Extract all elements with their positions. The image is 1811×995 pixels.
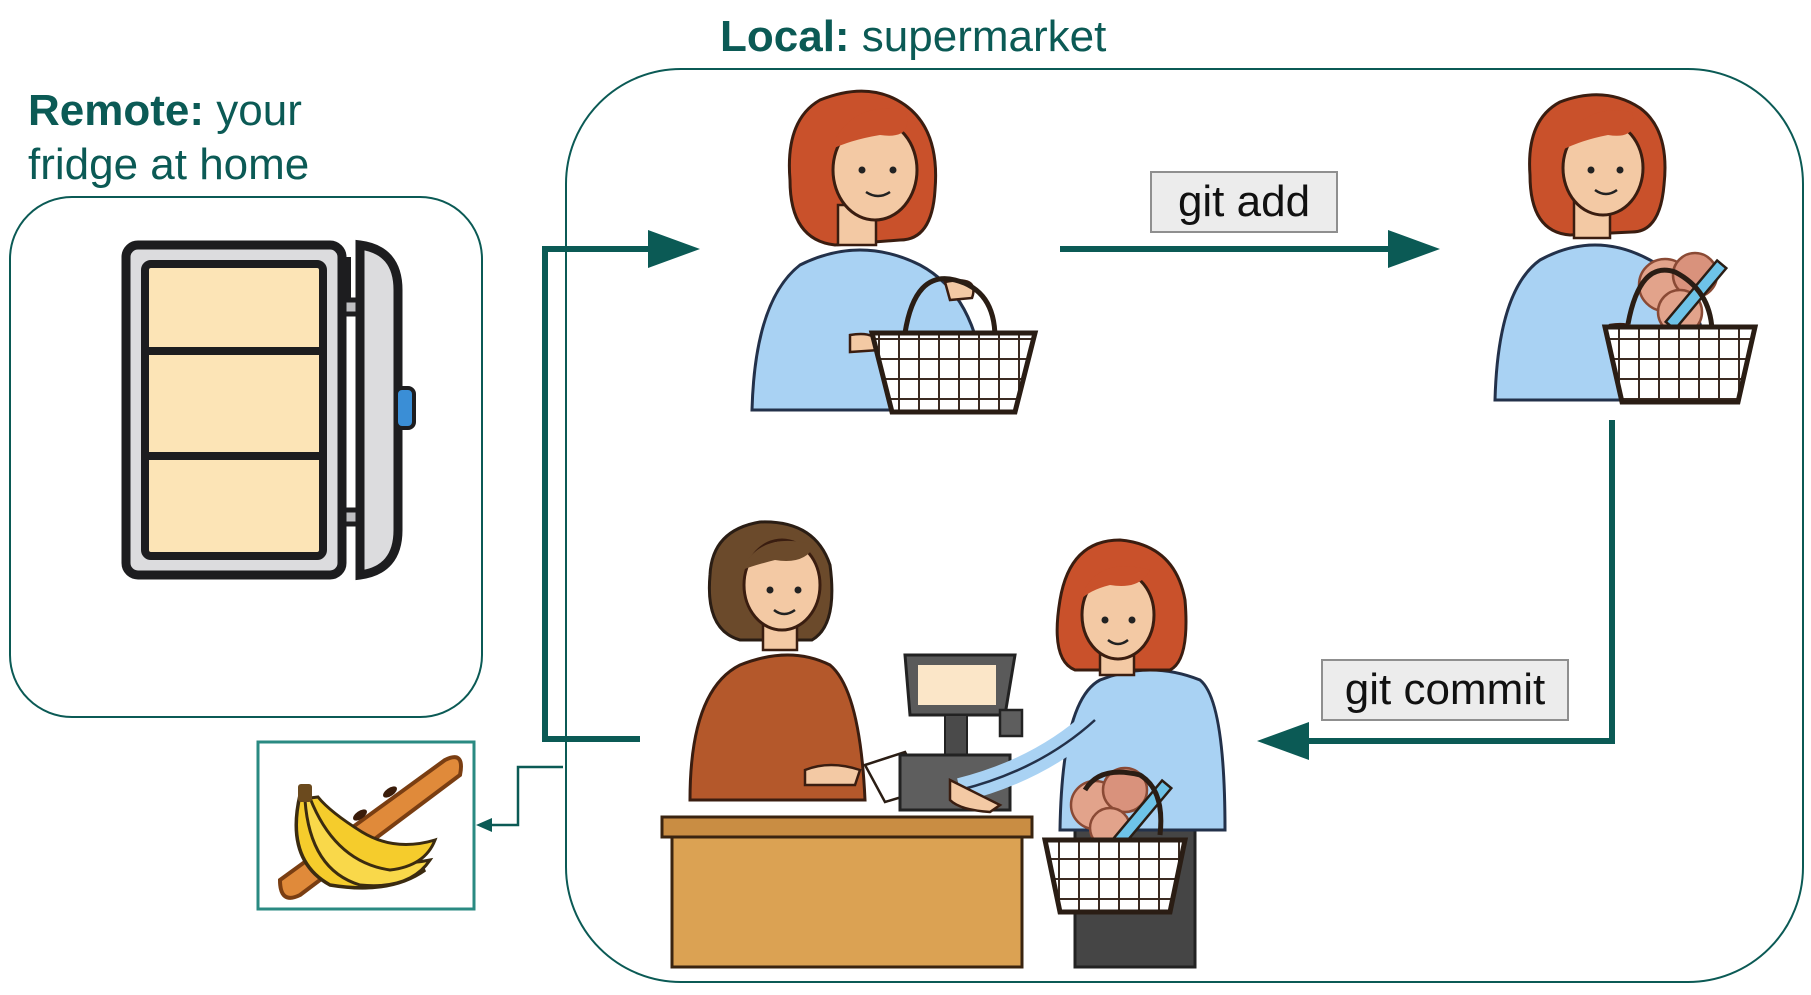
remote-label-line2: fridge at home xyxy=(28,140,310,189)
git-add-arrow xyxy=(1060,230,1440,268)
git-commit-arrow xyxy=(1257,420,1615,760)
git-commit-label: git commit xyxy=(1321,659,1569,721)
local-label-rest: supermarket xyxy=(849,12,1107,61)
shopper-full-basket-illustration xyxy=(1493,93,1759,405)
remote-label-strong: Remote: xyxy=(28,86,205,135)
checkout-illustration xyxy=(660,520,1227,969)
local-label-strong: Local: xyxy=(720,12,850,61)
fridge-icon xyxy=(121,239,416,581)
groceries-icon xyxy=(277,755,463,900)
local-box xyxy=(565,68,1804,983)
remote-label: Remote: your fridge at home xyxy=(28,84,428,192)
git-add-label: git add xyxy=(1150,171,1338,233)
remote-box xyxy=(9,196,483,718)
local-label: Local: supermarket xyxy=(720,10,1320,64)
shopper-empty-basket-illustration xyxy=(750,89,1039,415)
bring-home-arrow xyxy=(476,765,563,832)
remote-label-rest: your xyxy=(204,86,302,135)
return-loop-arrow xyxy=(542,230,700,742)
